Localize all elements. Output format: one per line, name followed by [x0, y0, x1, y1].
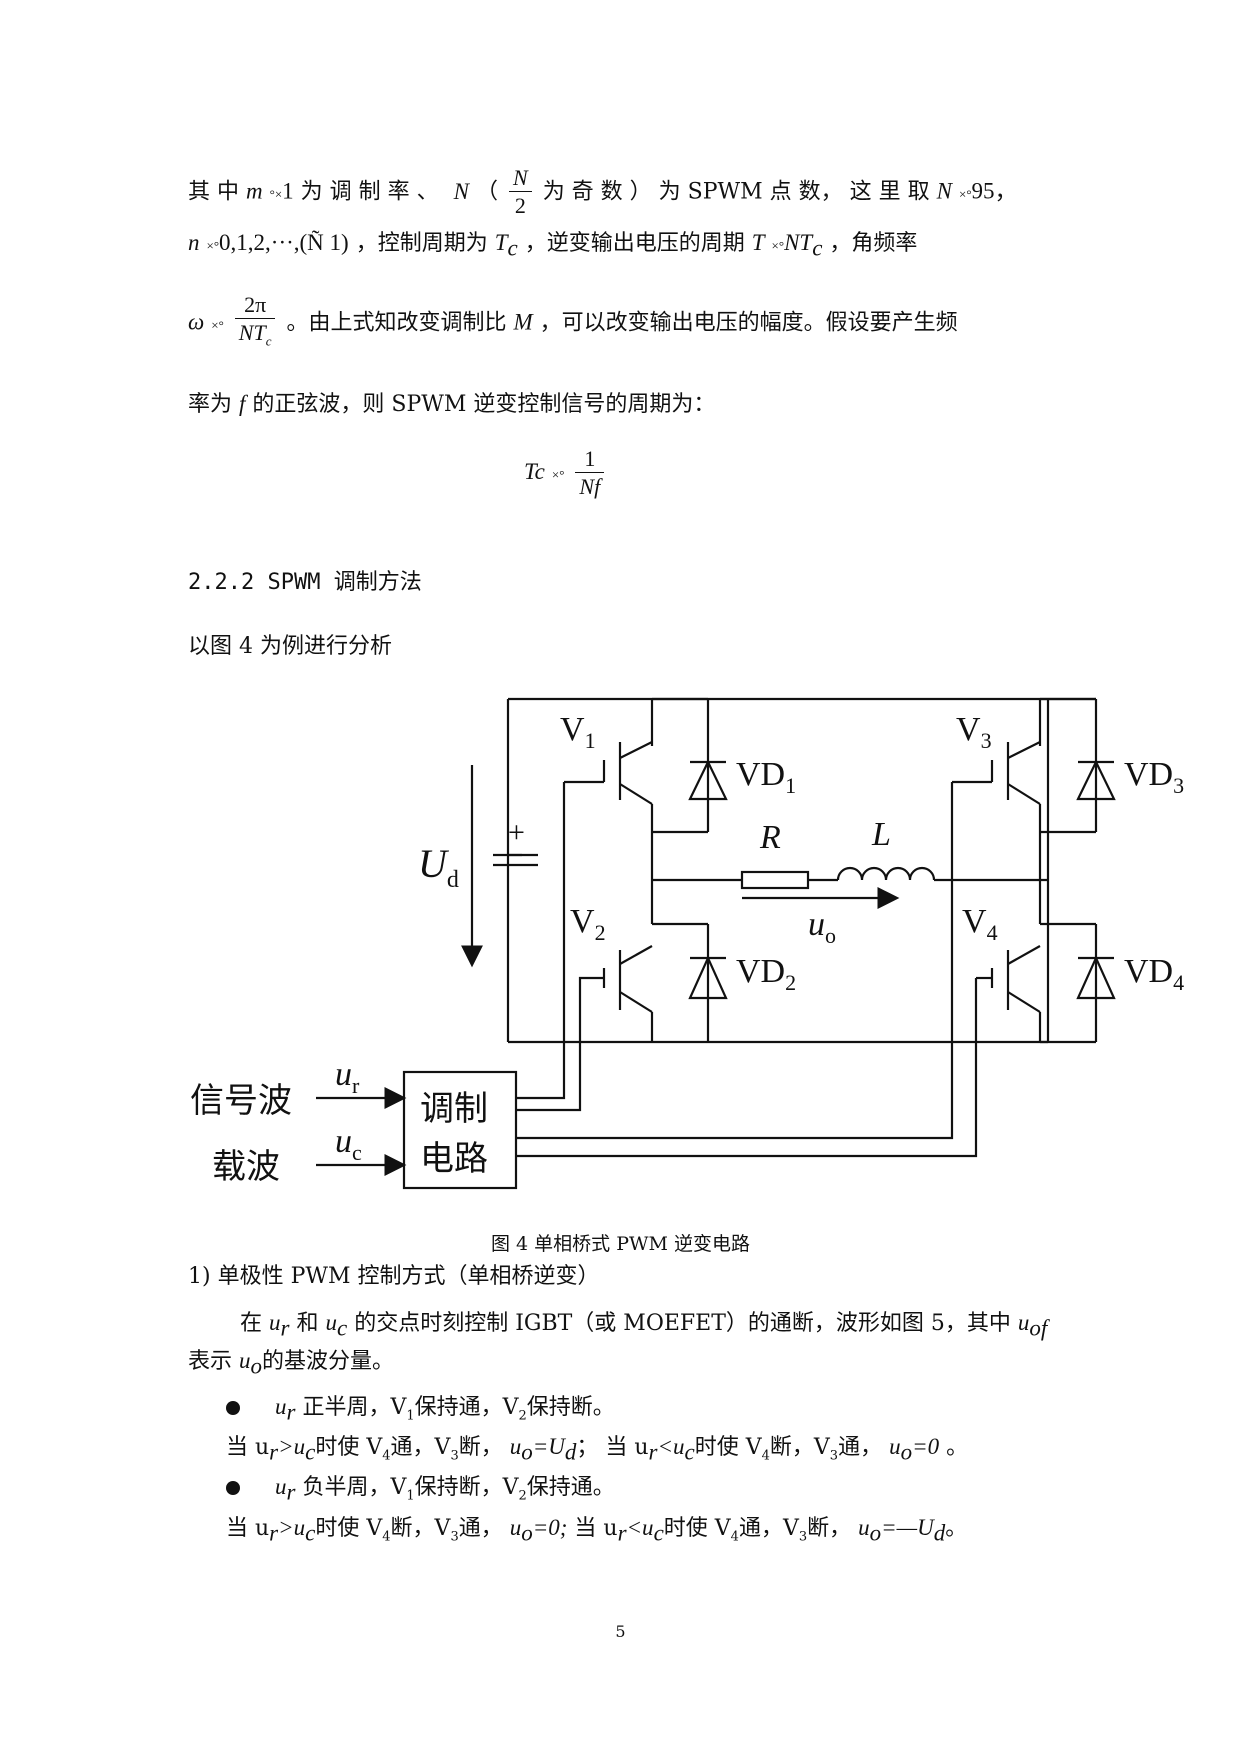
- text-span: 的正弦波，则 SPWM 逆变控制信号的周期为：: [252, 392, 716, 417]
- para-6: 在 ur 和 uc 的交点时刻控制 IGBT（或 MOEFET）的通断，波形如图…: [240, 1310, 1048, 1341]
- bullet-dot-icon: [226, 1481, 240, 1495]
- text-span: ，角频率: [829, 231, 918, 256]
- svg-text:Ud: Ud: [418, 841, 459, 893]
- svg-text:VD2: VD2: [736, 953, 796, 995]
- para1-line2: n ×°0,1,2,···,(Ñ 1) ，控制周期为 Tc ，逆变输出电压的周期…: [188, 230, 918, 261]
- svg-text:VD3: VD3: [1124, 756, 1184, 798]
- label-vd3: VD: [1124, 756, 1173, 793]
- condition-2: 当 ur>uc时使 V4断，V3通， uo=0; 当 ur<uc时使 V4通，V…: [226, 1515, 968, 1546]
- para1-line4: 率为 f 的正弦波，则 SPWM 逆变控制信号的周期为：: [188, 389, 715, 420]
- text-span: （: [475, 179, 498, 205]
- label-v4: V: [962, 903, 987, 940]
- bullet-dot-icon: [226, 1401, 240, 1415]
- bullet-1: ur 正半周，V1保持通，V2保持断。: [226, 1392, 615, 1431]
- equation-tc: Tc ×° 1 Nf: [524, 442, 608, 505]
- garbled-eq: ×°: [206, 238, 220, 253]
- label-l: L: [871, 816, 891, 853]
- text-span: 为 调 制 率 、: [300, 179, 439, 205]
- math-f: f: [239, 391, 246, 416]
- label-carrier-wave: 载波: [212, 1148, 280, 1186]
- label-v1: V: [560, 711, 585, 748]
- svg-text:V3: V3: [956, 711, 992, 753]
- label-ur: u: [335, 1056, 352, 1093]
- svg-text:uo: uo: [808, 906, 836, 948]
- label-uc: u: [335, 1123, 352, 1160]
- garbled-eq: °×: [269, 186, 283, 202]
- math-sequence: 0,1,2,···,(Ñ 1): [219, 230, 349, 255]
- label-r: R: [759, 819, 781, 856]
- math-n: n: [188, 230, 200, 255]
- math-omega: ω: [188, 309, 205, 335]
- page-number: 5: [615, 1622, 626, 1641]
- svg-text:V1: V1: [560, 711, 596, 753]
- text-span: ，逆变输出电压的周期: [524, 231, 745, 256]
- math-value: 1: [282, 178, 294, 204]
- fraction-1-over-Nf: 1 Nf: [575, 446, 605, 501]
- fraction-N-over-2: N 2: [509, 165, 532, 220]
- math-value: 95，: [971, 178, 1018, 204]
- math-T: T: [494, 230, 508, 255]
- svg-text:V4: V4: [962, 903, 998, 945]
- text-span: 为 奇 数 ） 为 SPWM 点 数， 这 里 取: [542, 179, 930, 205]
- circuit-diagram: V1 V2 V3 V4 VD1 VD2 VD3 VD4 R L uo Ud + …: [190, 697, 1184, 1190]
- garbled-eq: ×°: [211, 317, 224, 333]
- label-mod-line2: 电路: [420, 1140, 488, 1178]
- para-7: 表示 uo的基波分量。: [188, 1348, 395, 1379]
- label-v3: V: [956, 711, 981, 748]
- math-m: m: [246, 178, 263, 204]
- bullet-2: ur 负半周，V1保持断，V2保持通。: [226, 1472, 615, 1511]
- para1-line1: 其 中 m °×1 为 调 制 率 、 N （ N 2 为 奇 数 ） 为 SP…: [188, 165, 1018, 220]
- garbled-eq: ×°: [551, 467, 565, 482]
- math-T: T: [751, 230, 765, 255]
- text-span: 。由上式知改变调制比: [286, 310, 507, 336]
- text-span: ，控制周期为: [355, 231, 488, 256]
- text-span: ，可以改变输出电压的幅度。假设要产生频: [539, 310, 958, 336]
- label-vd1: VD: [736, 756, 785, 793]
- label-signal-wave: 信号波: [190, 1082, 292, 1120]
- list-item-1: 1) 单极性 PWM 控制方式（单相桥逆变）: [188, 1264, 600, 1289]
- svg-text:V2: V2: [570, 903, 606, 945]
- garbled-eq: ×°: [771, 238, 785, 253]
- math-Tc: Tc: [524, 459, 545, 484]
- fraction-2pi-over-NTc: 2π NTc: [234, 292, 276, 355]
- svg-text:VD4: VD4: [1124, 953, 1184, 995]
- label-v2: V: [570, 903, 595, 940]
- label-mod-line1: 调制: [420, 1091, 488, 1128]
- garbled-eq: ×°: [958, 186, 972, 202]
- svg-text:uc: uc: [335, 1123, 362, 1165]
- figure-caption: 图 4 单相桥式 PWM 逆变电路: [490, 1233, 750, 1255]
- para-intro: 以图 4 为例进行分析: [188, 634, 392, 659]
- para1-line3: ω ×° 2π NTc 。由上式知改变调制比 M ，可以改变输出电压的幅度。假设…: [188, 292, 958, 356]
- math-N: N: [936, 178, 952, 204]
- label-ud: U: [418, 841, 450, 886]
- label-uo: u: [808, 906, 825, 943]
- svg-text:VD1: VD1: [736, 756, 796, 798]
- section-heading: 2.2.2 SPWM 调制方法: [188, 570, 422, 595]
- svg-text:ur: ur: [335, 1056, 360, 1098]
- math-N: N: [453, 178, 469, 204]
- condition-1: 当 ur>uc时使 V4通，V3断， uo=Ud； 当 ur<uc时使 V4断，…: [226, 1434, 969, 1465]
- math-NT: NT: [784, 230, 813, 255]
- label-vd4: VD: [1124, 953, 1173, 990]
- math-M: M: [513, 309, 533, 335]
- text-span: 其 中: [188, 179, 239, 205]
- label-vd2: VD: [736, 953, 785, 990]
- label-plus: +: [508, 816, 525, 849]
- text-span: 率为: [188, 392, 233, 417]
